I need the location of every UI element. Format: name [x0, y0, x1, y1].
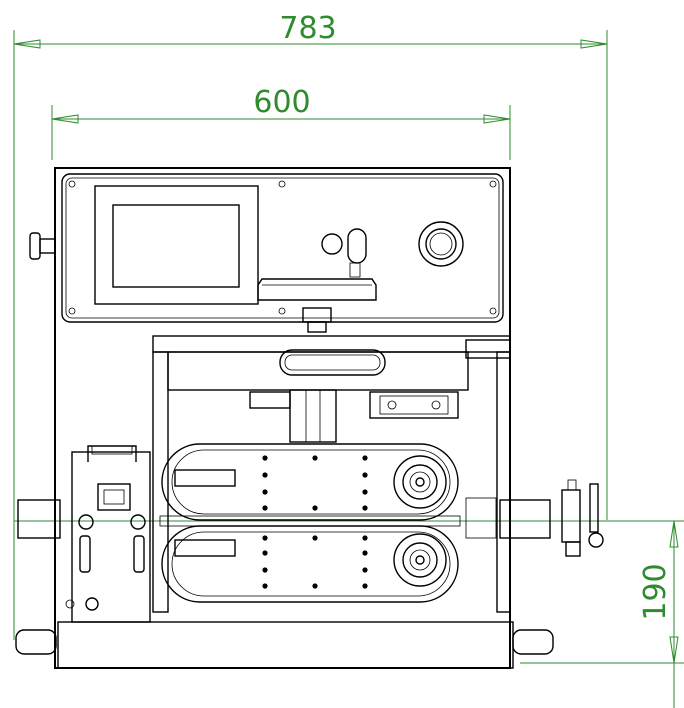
lower-belt-bolts — [262, 535, 368, 589]
handwheel — [257, 228, 377, 301]
control-panel — [61, 173, 504, 323]
dimension-overall-width: 783 — [13, 11, 608, 640]
dimension-center-height: 190 — [14, 520, 684, 708]
dimension-label-600: 600 — [253, 85, 310, 120]
upper-belt-bolts — [262, 455, 368, 511]
panel-clamp — [302, 307, 332, 333]
left-clamp-unit — [65, 445, 151, 623]
base-foot — [15, 621, 554, 669]
side-push-button — [29, 232, 56, 260]
lower-belt-unit — [161, 525, 459, 603]
upper-carriage — [152, 335, 511, 613]
dimension-label-783: 783 — [279, 11, 336, 46]
dimension-frame-width: 600 — [51, 85, 511, 160]
right-guide-roller — [561, 479, 604, 557]
upper-belt-unit — [161, 443, 459, 521]
pipe-guides — [17, 497, 551, 539]
feed-column — [249, 389, 459, 443]
touch-screen — [94, 185, 259, 305]
emergency-stop-button — [418, 221, 464, 267]
dimension-label-190: 190 — [638, 563, 673, 620]
